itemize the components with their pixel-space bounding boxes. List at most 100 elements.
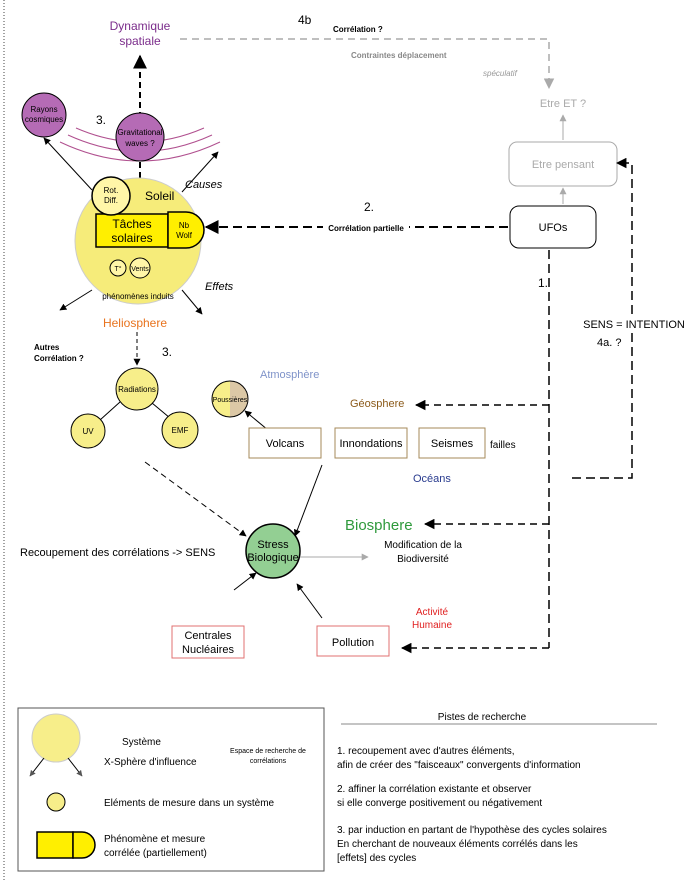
piste-2: 2. affiner la corrélation existante et o…: [337, 784, 532, 795]
poussieres-left: [212, 381, 230, 417]
rayons-label: cosmiques: [25, 115, 63, 124]
phenomenes-label: phénomènes induits: [102, 292, 174, 301]
link-uv: [99, 401, 121, 421]
legend-arrow-left: [29, 757, 45, 777]
modification-label: Modification de la: [384, 540, 462, 551]
legend-espace: corrélations: [250, 758, 287, 765]
soleil-label: Soleil: [145, 189, 174, 203]
uv-label: UV: [82, 427, 94, 436]
seismes-label: Seismes: [431, 438, 474, 450]
radiations-node: [115, 367, 159, 411]
nb-wolf-node: [167, 211, 205, 249]
centrales-box: [171, 625, 245, 659]
gravitational-label: waves ?: [124, 139, 155, 148]
dynamique-subtitle: spatiale: [119, 34, 161, 48]
gravitational-label: Gravitational: [118, 128, 163, 137]
ufos-label: UFOs: [539, 222, 568, 234]
piste-3: [effets] des cycles: [337, 853, 416, 864]
arrow-effets-left: [59, 289, 93, 311]
label-1: 1.: [538, 276, 548, 290]
speculatif-label: spéculatif: [483, 69, 518, 78]
causes-label: Causes: [185, 179, 223, 191]
label-4b: 4b: [298, 13, 312, 27]
legend-xsphere: X-Sphère d'influence: [104, 757, 197, 768]
emf-label: EMF: [172, 426, 189, 435]
stress-label: Biologique: [247, 552, 298, 564]
activite-label: Activité: [416, 607, 449, 618]
geosphere-label: Géosphere: [350, 398, 404, 410]
nbwolf-label: Wolf: [176, 231, 193, 240]
failles-label: failles: [490, 440, 516, 451]
temp-label: T°: [114, 265, 121, 273]
oceans-label: Océans: [413, 473, 451, 485]
innondations-box: [334, 427, 408, 459]
heliosphere-label: Heliosphere: [103, 316, 167, 330]
legend-arrow-right: [67, 757, 83, 777]
label-3-mid: 3.: [162, 345, 172, 359]
piste-3: 3. par induction en partant de l'hypothè…: [337, 825, 607, 836]
rot-label: Diff.: [104, 196, 118, 205]
temperature-node: [109, 259, 127, 277]
legend-element-icon: [46, 792, 66, 812]
correlation-q-label: Corrélation ?: [333, 25, 383, 34]
label-3-top: 3.: [96, 113, 106, 127]
pistes-title: Pistes de recherche: [438, 712, 527, 723]
correlation-partielle-bg: [323, 221, 409, 233]
legend-phenomene-cap: [72, 831, 96, 859]
legend-systeme: Système: [122, 737, 161, 748]
link-emf: [151, 402, 171, 419]
legend-espace: Espace de recherche de: [230, 748, 306, 755]
arrow-geosphere-stress: [293, 464, 323, 537]
uv-node: [70, 413, 106, 449]
rot-diff-node: [91, 176, 131, 216]
autres-label: Autres: [34, 343, 60, 352]
volcans-label: Volcans: [266, 438, 305, 450]
arrow-poussieres: [244, 410, 269, 431]
piste-2: si elle converge positivement ou négativ…: [337, 798, 542, 809]
label-4a: 4a. ?: [597, 337, 621, 349]
vents-node: [129, 257, 151, 279]
stress-biologique-node: [245, 523, 301, 579]
autres-label: Corrélation ?: [34, 354, 84, 363]
sens-label: SENS = INTENTION: [583, 319, 685, 331]
legend-phenomene: corrélée (partiellement): [104, 848, 207, 859]
arrow-4b: [180, 38, 555, 90]
taches-label: solaires: [111, 231, 152, 245]
legend-phenomene: Phénomène et mesure: [104, 834, 206, 845]
stress-label: Stress: [257, 539, 289, 551]
recoupement-label: Recoupement des corrélations -> SENS: [20, 547, 215, 559]
effets-label: Effets: [205, 281, 234, 293]
emf-node: [161, 411, 199, 449]
poussieres-label: Poussières: [213, 397, 248, 404]
atmosphere-label: Atmosphère: [260, 369, 319, 381]
centrales-label: Nucléaires: [182, 644, 234, 656]
piste-3: En cherchant de nouveaux éléments corrél…: [337, 839, 578, 850]
dynamique-title: Dynamique: [110, 19, 171, 33]
rayons-label: Rayons: [30, 105, 57, 114]
legend-system-icon: [31, 713, 81, 763]
vents-label: Vents: [131, 266, 149, 273]
innondations-label: Innondations: [340, 438, 403, 450]
etre-et-label: Etre ET ?: [540, 98, 586, 110]
arrow-radiations-stress: [144, 461, 247, 537]
pollution-box: [316, 625, 390, 657]
legend-elements: Eléments de mesure dans un système: [104, 798, 275, 809]
pollution-label: Pollution: [332, 637, 374, 649]
piste-1: afin de créer des "faisceaux" convergent…: [337, 760, 581, 771]
modification-label: Biodiversité: [397, 554, 449, 565]
rayons-cosmiques-node: [21, 92, 67, 138]
radiations-label: Radiations: [118, 385, 156, 394]
nbwolf-label: Nb: [179, 221, 190, 230]
arrow-pollution-stress: [296, 583, 323, 619]
ufos-box: [509, 205, 597, 249]
arrow-effets-right: [181, 289, 203, 315]
legend-phenomene-rect: [36, 831, 74, 859]
rot-label: Rot.: [104, 186, 119, 195]
etre-pensant-label: Etre pensant: [532, 159, 594, 171]
arrow-causes: [181, 151, 219, 193]
poussieres-right: [230, 381, 248, 417]
volcans-box: [248, 427, 322, 459]
piste-1: 1. recoupement avec d'autres éléments,: [337, 746, 515, 757]
arrow-rayons: [43, 137, 93, 191]
